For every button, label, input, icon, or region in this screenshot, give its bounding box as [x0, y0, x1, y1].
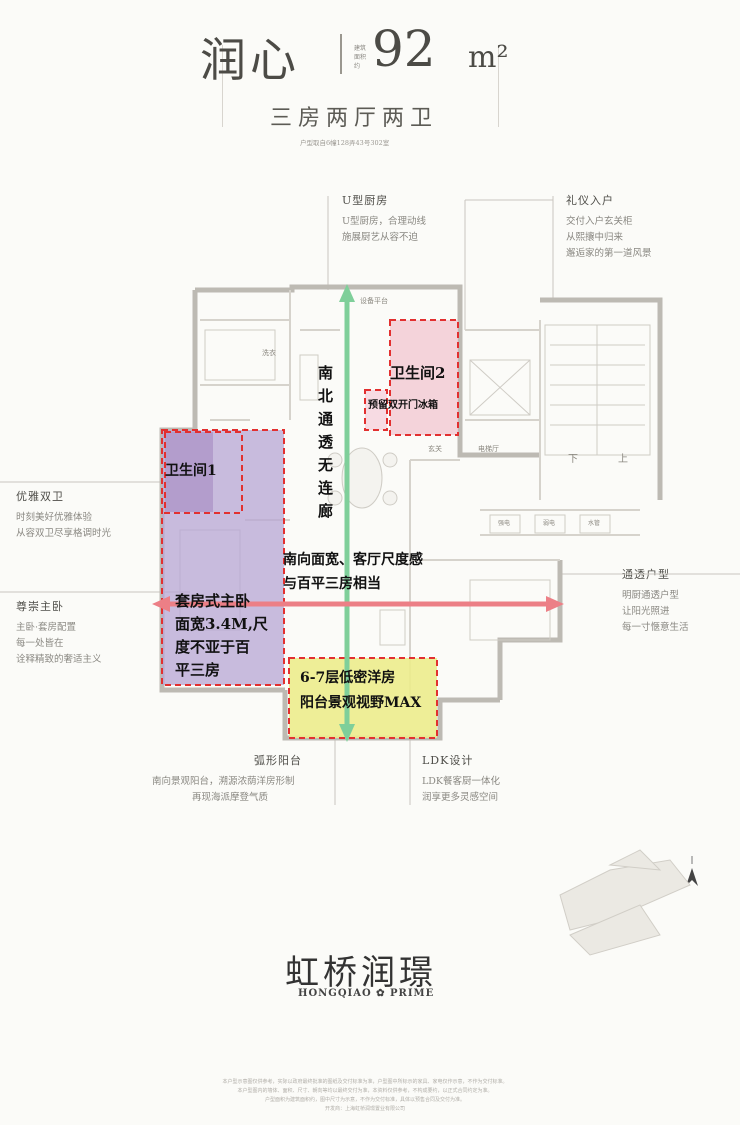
plan-label-entry: 玄关	[428, 445, 442, 453]
header-frame-right	[498, 45, 499, 127]
callout-bath: 优雅双卫 时刻美好优雅体验 从容双卫尽享格调时光	[16, 488, 111, 542]
label-corridor: 南北通透无连廊	[318, 364, 334, 520]
callout-ldk: LDK设计 LDK餐客厨一体化 润享更多灵感空间	[422, 752, 500, 806]
callout-master: 尊崇主卧 主卧·套房配置 每一处皆在 诠释精致的奢适主义	[16, 598, 102, 668]
callout-entry-title: 礼仪入户	[566, 194, 614, 207]
area-caption: 建筑面积约	[354, 45, 367, 70]
disclaimer-line: 本户型图内的墙体、面积、尺寸、朝向等均以最终交付为准，本资料仅供参考，不构成要约…	[237, 1088, 493, 1094]
bath1-inner-zone	[165, 432, 213, 512]
callout-bath-line: 时刻美好优雅体验	[16, 512, 93, 523]
layout-type: 三房两厅两卫	[270, 106, 439, 131]
brand-name-cn: 虹桥润璟	[285, 953, 437, 993]
callout-kitchen: U型厨房 U型厨房，合理动线 施展厨艺从容不迫	[342, 192, 426, 246]
callout-master-line: 诠释精致的奢适主义	[16, 654, 102, 665]
disclaimer-line: 户型面积为建筑面积约，图中尺寸为示意，不作为交付标准，具体以预售合同及交付为准。	[264, 1097, 465, 1103]
plan-label-equipment: 设备平台	[360, 297, 388, 305]
callout-through-line: 让阳光照进	[622, 606, 670, 617]
label-master-line: 套房式主卧	[175, 592, 251, 610]
title-divider	[340, 34, 342, 74]
callout-entry-line: 从熙攘中归来	[566, 232, 624, 243]
callout-balcony: 弧形阳台 南向景观阳台，溯源浓荫洋房形制 再现海派摩登气质	[152, 752, 302, 806]
disclaimer-line: 开发商：上海虹桥润璟置业有限公司	[324, 1106, 405, 1112]
plan-label-shaft1: 强电	[498, 520, 511, 527]
label-balcony-line: 6-7层低密洋房	[300, 670, 396, 686]
bath2-zone	[390, 320, 458, 435]
area-unit: m²	[468, 40, 509, 75]
label-balcony: 6-7层低密洋房 阳台景观视野MAX	[300, 666, 421, 716]
label-master-line: 度不亚于百	[175, 638, 251, 656]
plan-label-shaft3: 水管	[588, 520, 601, 527]
label-living-line: 与百平三房相当	[283, 576, 381, 592]
callout-bath-title: 优雅双卫	[16, 490, 64, 503]
brand-name-en: HONGQIAO ✿ PRIME	[298, 988, 435, 999]
site-plan-graphic	[559, 849, 691, 956]
plan-label-shaft2: 弱电	[543, 520, 556, 527]
fridge-zone	[365, 390, 387, 430]
disclaimer-line: 本户型示意图仅供参考，实际以政府最终批准的图纸及交付标准为准，户型图中所标示的家…	[222, 1079, 508, 1085]
callout-master-line: 主卧·套房配置	[16, 622, 77, 633]
page-title: 润心	[200, 33, 300, 87]
callout-bath-line: 从容双卫尽享格调时光	[16, 528, 112, 539]
callout-balcony-title: 弧形阳台	[254, 754, 302, 767]
callout-kitchen-line: 施展厨艺从容不迫	[342, 232, 419, 243]
stair-elevator	[469, 324, 651, 456]
label-master-suite: 套房式主卧 面宽3.4M,尺 度不亚于百 平三房	[175, 590, 268, 682]
leader-lines	[0, 196, 740, 805]
plan-label-laundry: 洗衣	[262, 349, 276, 357]
callout-kitchen-line: U型厨房，合理动线	[342, 216, 427, 227]
label-living-line: 南向面宽、客厅尺度感	[283, 552, 423, 568]
plan-label-up: 上	[618, 454, 628, 465]
callout-through-line: 明厨通透户型	[622, 590, 680, 601]
callout-balcony-line: 再现海派摩登气质	[192, 792, 269, 803]
callout-master-line: 每一处皆在	[16, 638, 64, 649]
callout-ldk-line: 润享更多灵感空间	[422, 792, 499, 803]
label-master-line: 面宽3.4M,尺	[175, 615, 268, 633]
label-fridge: 预留双开门冰箱	[368, 400, 438, 411]
north-arrow-icon	[686, 856, 698, 886]
area-value: 92	[372, 20, 436, 78]
dashed-outlines	[161, 319, 459, 739]
callout-balcony-line: 南向景观阳台，溯源浓荫洋房形制	[152, 776, 295, 787]
label-bath1: 卫生间1	[165, 463, 217, 479]
label-balcony-line: 阳台景观视野MAX	[300, 695, 422, 711]
callout-kitchen-title: U型厨房	[342, 194, 389, 207]
plan-source-note: 户型取自6幢128弄43号302室	[300, 139, 390, 147]
label-bath2: 卫生间2	[390, 364, 446, 382]
header-frame-left	[222, 45, 223, 127]
plan-label-down: 下	[568, 454, 578, 465]
pink-horizontal-arrow	[152, 596, 564, 612]
callout-master-title: 尊崇主卧	[16, 600, 64, 613]
callout-ldk-line: LDK餐客厨一体化	[422, 776, 501, 787]
label-living-width: 南向面宽、客厅尺度感 与百平三房相当	[283, 548, 423, 596]
callout-entry: 礼仪入户 交付入户玄关柜 从熙攘中归来 邂逅家的第一道风景	[566, 192, 652, 262]
dining-table	[327, 447, 398, 509]
green-vertical-arrow	[339, 284, 355, 742]
label-master-line: 平三房	[175, 661, 221, 679]
plan-label-elevator-hall: 电梯厅	[478, 445, 499, 453]
balcony-zone	[289, 658, 437, 738]
callout-ldk-title: LDK设计	[422, 754, 474, 767]
callout-through-line: 每一寸惬意生活	[622, 622, 689, 633]
callout-entry-line: 邂逅家的第一道风景	[566, 248, 652, 259]
callout-entry-line: 交付入户玄关柜	[566, 216, 633, 227]
